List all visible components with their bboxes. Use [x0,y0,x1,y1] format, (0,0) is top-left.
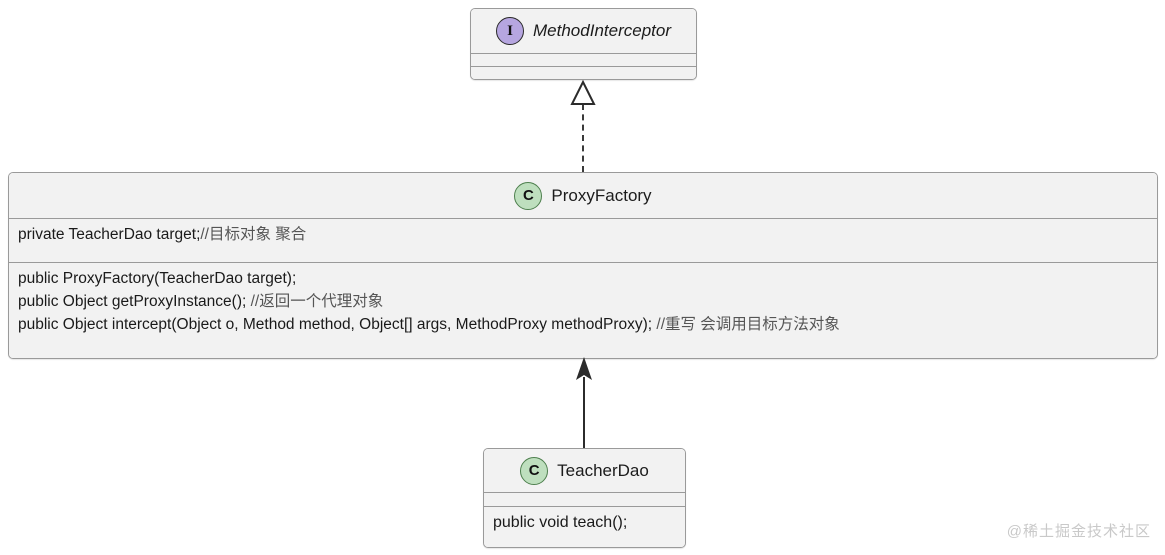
realization-connector-line [582,104,584,172]
operation-row: public Object intercept(Object o, Method… [18,313,1148,336]
class-box-header: C TeacherDao [484,449,685,492]
interface-stereotype-icon: I [496,17,525,45]
operations-compartment: public ProxyFactory(TeacherDao target); … [9,262,1157,358]
class-stereotype-icon: C [514,181,543,210]
class-title: MethodInterceptor [533,21,671,40]
class-box-teacherdao[interactable]: C TeacherDao public void teach(); [483,448,686,548]
class-title: ProxyFactory [551,185,652,205]
operation-row: public void teach(); [493,511,676,534]
class-box-proxyfactory[interactable]: C ProxyFactory private TeacherDao target… [8,172,1158,359]
class-box-header: C ProxyFactory [9,173,1157,218]
operation-code: public Object getProxyInstance(); [18,293,251,310]
operation-row: public ProxyFactory(TeacherDao target); [18,267,1148,290]
class-stereotype-icon: C [520,456,549,485]
operations-compartment [471,66,696,79]
operation-code: public void teach(); [493,514,628,531]
association-filled-arrowhead [576,357,592,380]
attribute-comment: //目标对象 聚合 [200,226,307,243]
operation-code: public Object intercept(Object o, Method… [18,316,657,333]
attributes-compartment [484,492,685,506]
operations-compartment: public void teach(); [484,506,685,547]
operation-code: public ProxyFactory(TeacherDao target); [18,270,297,287]
class-box-header: I MethodInterceptor [471,9,696,53]
class-box-methodinterceptor[interactable]: I MethodInterceptor [470,8,697,80]
attribute-row: private TeacherDao target;//目标对象 聚合 [18,223,1148,246]
class-title: TeacherDao [557,460,649,480]
watermark-text: @稀土掘金技术社区 [1006,523,1151,540]
operation-row: public Object getProxyInstance(); //返回一个… [18,290,1148,313]
association-connector-line [583,377,585,448]
attributes-compartment [471,53,696,66]
realization-hollow-triangle-arrowhead [570,80,596,105]
operation-comment: //返回一个代理对象 [250,293,384,310]
operation-comment: //重写 会调用目标方法对象 [656,316,840,333]
attribute-code: private TeacherDao target; [18,226,201,243]
attributes-compartment: private TeacherDao target;//目标对象 聚合 [9,218,1157,262]
